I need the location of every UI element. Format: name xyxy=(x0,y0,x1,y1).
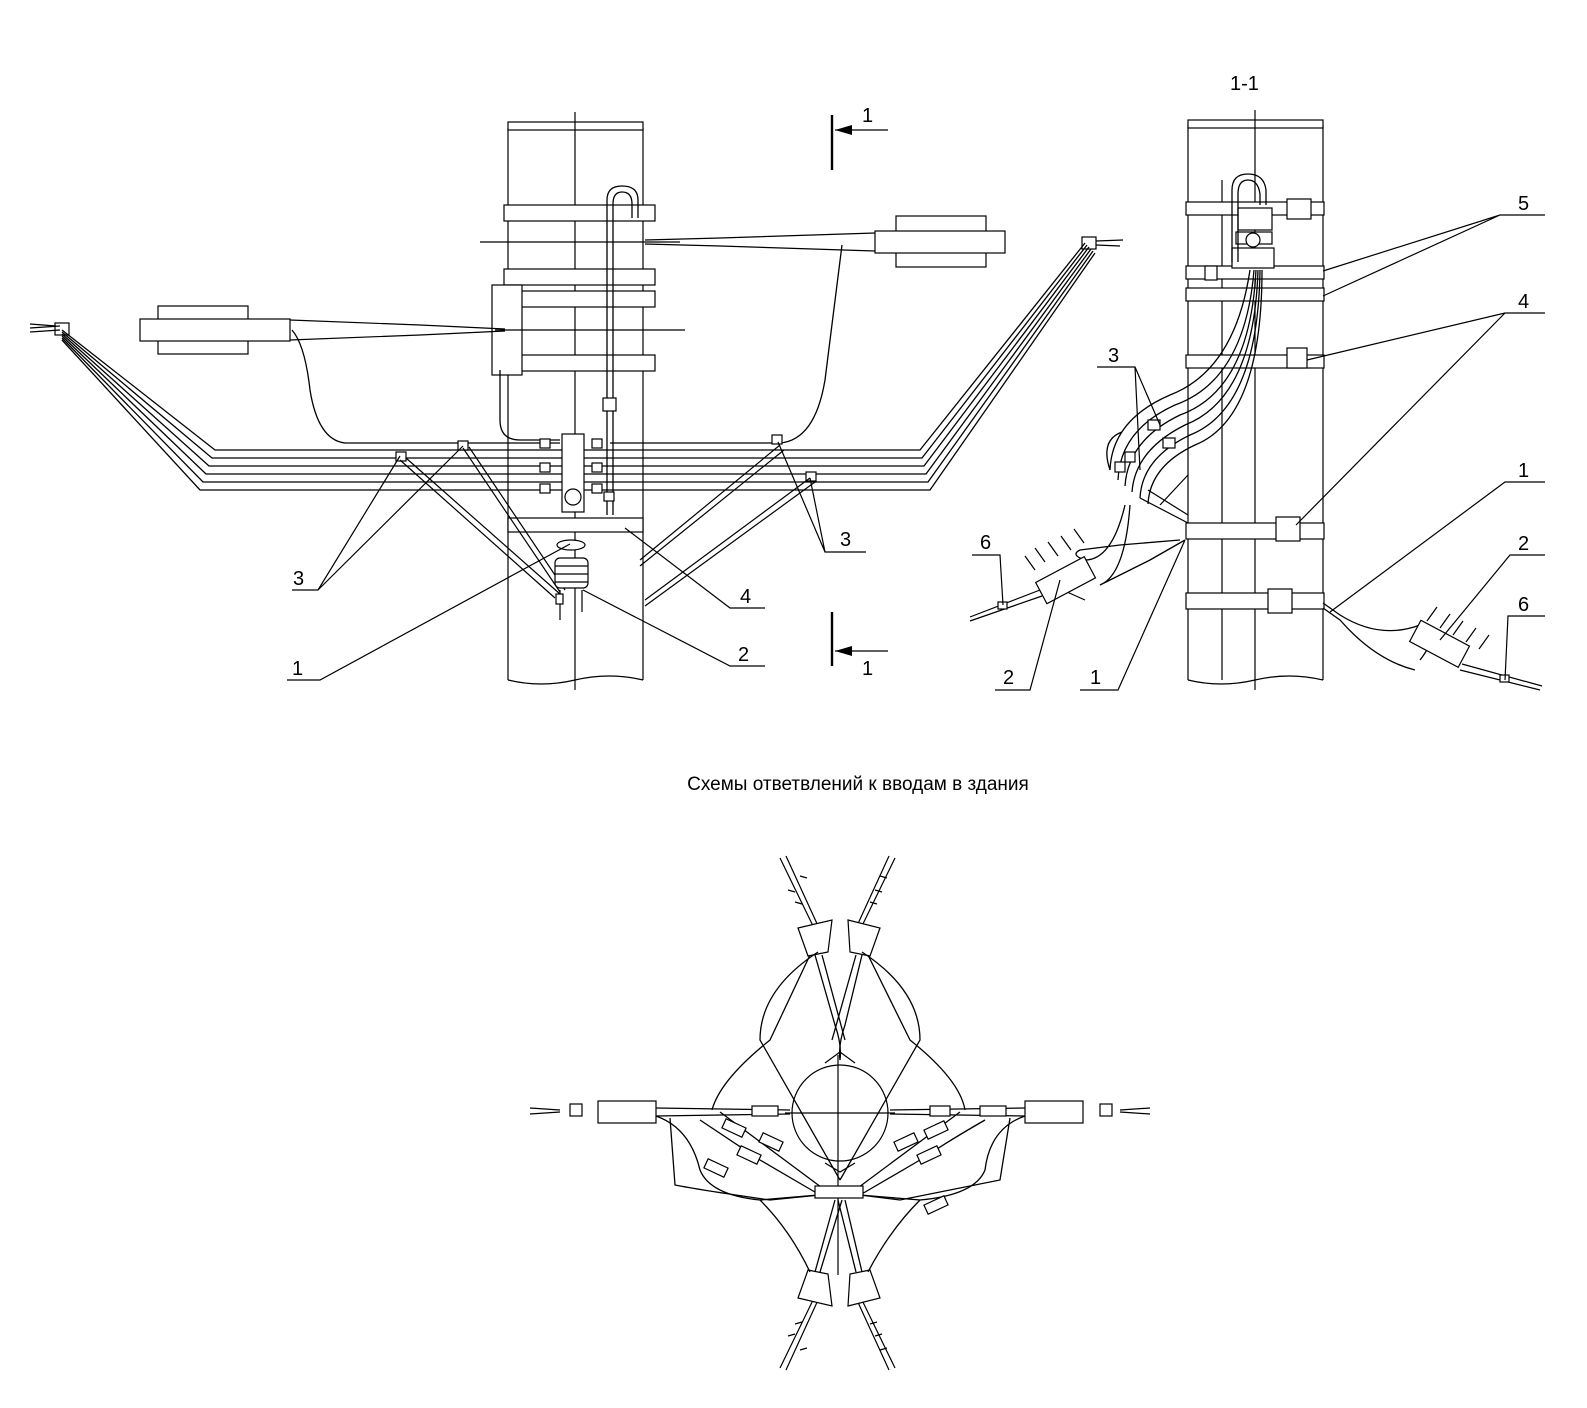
plan-branch-upper-right xyxy=(831,855,966,1181)
plan-view xyxy=(529,855,1151,1371)
callout-1-right-label: 1 xyxy=(1518,460,1529,482)
bottom-caption: Схемы ответвлений к вводам в здания xyxy=(687,774,1029,795)
callout-4-front: 4 xyxy=(624,527,765,609)
plan-horizontal-lines xyxy=(529,1100,1151,1124)
callout-6-left: 6 xyxy=(972,532,1004,606)
right-tension-clamp xyxy=(644,215,1124,268)
left-tension-clamp xyxy=(29,305,506,355)
callout-1-left: 1 xyxy=(1080,539,1186,691)
section-mark-top-label: 1 xyxy=(862,105,873,127)
callout-2-left: 2 xyxy=(995,579,1061,691)
band-clamps-side xyxy=(1204,198,1312,614)
piercing-clamps-front xyxy=(395,434,817,502)
plan-branch-lower-right xyxy=(837,1199,921,1371)
side-view: 1-1 xyxy=(969,73,1545,691)
section-mark-bottom-label: 1 xyxy=(862,658,873,680)
callout-5: 5 xyxy=(1322,193,1545,297)
callout-4-side: 4 xyxy=(1295,291,1545,526)
plan-branch-lower-left xyxy=(759,1199,843,1371)
callout-2-left-label: 2 xyxy=(1003,667,1014,689)
callout-6-right: 6 xyxy=(1504,594,1545,681)
callout-6-left-label: 6 xyxy=(980,532,991,554)
callout-5-label: 5 xyxy=(1518,193,1529,215)
callout-6-right-label: 6 xyxy=(1518,594,1529,616)
callout-4-front-label: 4 xyxy=(740,586,751,608)
callout-2-right-label: 2 xyxy=(1518,533,1529,555)
callout-1-front-label: 1 xyxy=(292,658,303,680)
callout-4-side-label: 4 xyxy=(1518,291,1529,313)
callout-1-front: 1 xyxy=(287,543,571,681)
bracket-side xyxy=(1231,207,1275,269)
pole-front xyxy=(507,112,644,690)
insulator-front xyxy=(554,539,589,620)
section-title: 1-1 xyxy=(1230,73,1259,95)
callout-3-right: 3 xyxy=(777,441,866,553)
callout-1-right: 1 xyxy=(1329,460,1545,613)
callout-3-left: 3 xyxy=(292,445,464,591)
plan-branch-bracket xyxy=(814,1185,864,1199)
callout-3-side-label: 3 xyxy=(1108,345,1119,367)
side-anchor-right xyxy=(1322,602,1543,691)
side-cable-bundle xyxy=(1109,269,1263,505)
section-mark-bottom: 1 xyxy=(830,612,888,680)
callout-2-front-label: 2 xyxy=(738,644,749,666)
callout-3-left-label: 3 xyxy=(293,568,304,590)
callout-3-right-label: 3 xyxy=(840,529,851,551)
front-view: 1 1 3 3 1 2 4 xyxy=(29,105,1124,690)
callout-2-right: 2 xyxy=(1439,533,1545,641)
side-anchor-left xyxy=(969,504,1186,622)
plan-branch-upper-left xyxy=(711,855,846,1181)
section-mark-top: 1 xyxy=(830,105,888,170)
callout-3-side: 3 xyxy=(1097,345,1161,471)
callout-1-left-label: 1 xyxy=(1090,667,1101,689)
callout-2-front: 2 xyxy=(582,589,765,667)
plan-piercing-clamps xyxy=(703,1118,949,1215)
